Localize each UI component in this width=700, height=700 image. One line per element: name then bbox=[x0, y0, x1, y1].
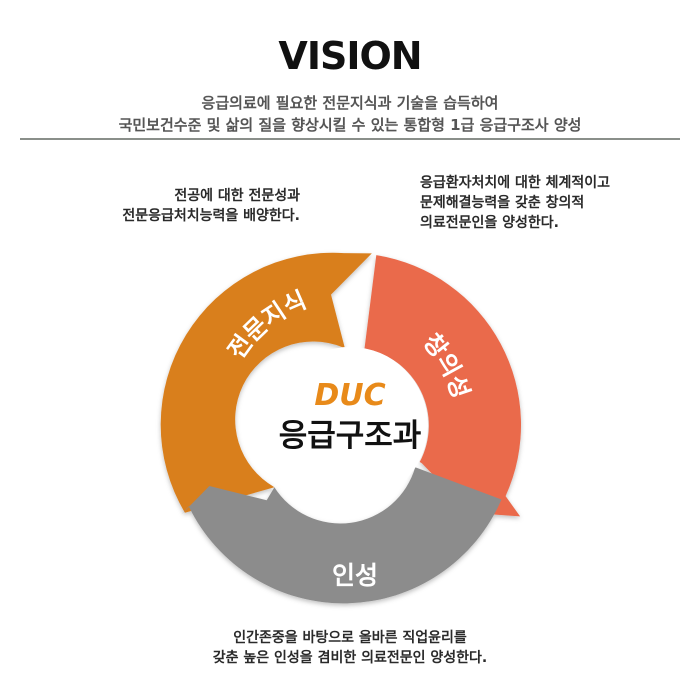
header-divider bbox=[20, 138, 680, 140]
brand-logo-text: DUC bbox=[314, 378, 385, 413]
department-name: 응급구조과 bbox=[279, 418, 422, 454]
character-description-line-2: 갖춘 높은 인성을 겸비한 의료전문인 양성한다. bbox=[212, 650, 488, 666]
character-label: 인성 bbox=[332, 561, 378, 590]
character-description: 인간존중을 바탕으로 올바른 직업윤리를 갖춘 높은 인성을 겸비한 의료전문인… bbox=[0, 628, 700, 668]
creativity-description-line-3: 의료전문인을 양성한다. bbox=[420, 215, 559, 231]
vision-title: VISION bbox=[278, 34, 422, 78]
expertise-description-line-1: 전공에 대한 전문성과 bbox=[174, 188, 300, 204]
expertise-description: 전공에 대한 전문성과 전문응급처치능력을 배양한다. bbox=[60, 186, 300, 226]
character-description-line-1: 인간존중을 바탕으로 올바른 직업윤리를 bbox=[233, 630, 467, 646]
subtitle-line-2: 국민보건수준 및 삶의 질을 향상시킬 수 있는 통합형 1급 응급구조사 양성 bbox=[118, 116, 582, 134]
creativity-arc bbox=[364, 255, 522, 517]
expertise-description-line-2: 전문응급처치능력을 배양한다. bbox=[122, 208, 300, 224]
creativity-description-line-1: 응급환자처치에 대한 체계적이고 bbox=[420, 175, 611, 191]
creativity-description-line-2: 문제해결능력을 갖춘 창의적 bbox=[420, 195, 585, 211]
creativity-description: 응급환자처치에 대한 체계적이고 문제해결능력을 갖춘 창의적 의료전문인을 양… bbox=[420, 173, 690, 233]
expertise-arc bbox=[160, 252, 372, 513]
center-hub bbox=[272, 347, 428, 503]
subtitle-line-1: 응급의료에 필요한 전문지식과 기술을 습득하여 bbox=[201, 94, 499, 112]
vision-subtitle: 응급의료에 필요한 전문지식과 기술을 습득하여 국민보건수준 및 삶의 질을 … bbox=[0, 92, 700, 136]
character-arc bbox=[181, 467, 502, 604]
